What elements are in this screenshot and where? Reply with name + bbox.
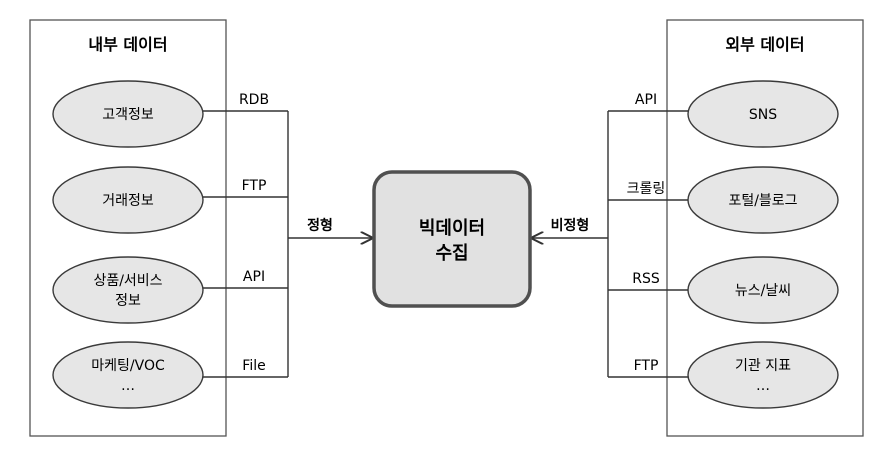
node-label: 거래정보 <box>102 193 154 209</box>
node-ellipse <box>52 256 204 324</box>
internal-connectors <box>203 110 372 378</box>
internal-source-marketing: 마케팅/VOC … <box>52 341 204 409</box>
internal-source-product: 상품/서비스 정보 <box>52 256 204 324</box>
node-ellipse <box>687 80 839 148</box>
hub-box <box>372 170 532 308</box>
unstructured-flow-label: 비정형 <box>551 217 590 234</box>
node-label-line-1: 기관 지표 <box>735 358 791 374</box>
node-ellipse <box>52 341 204 409</box>
protocol-label-ftp: FTP <box>242 178 267 194</box>
internal-source-transaction: 거래정보 <box>52 166 204 234</box>
node-label: SNS <box>749 107 777 123</box>
node-label-line-1: 상품/서비스 <box>93 273 162 289</box>
node-label: 뉴스/날씨 <box>735 283 791 299</box>
node-label: 고객정보 <box>102 107 154 123</box>
protocol-label-ftp: FTP <box>634 358 659 374</box>
protocol-label-file: File <box>242 358 265 374</box>
structured-flow-label: 정형 <box>307 217 333 234</box>
internal-source-customer: 고객정보 <box>52 80 204 148</box>
protocol-label-rdb: RDB <box>239 92 269 108</box>
node-label-line-1: 마케팅/VOC <box>91 358 165 374</box>
node-ellipse <box>687 341 839 409</box>
external-source-news: 뉴스/날씨 <box>687 256 839 324</box>
node-label-line-2: … <box>121 378 135 394</box>
node-label: 포털/블로그 <box>728 193 797 209</box>
bigdata-collection-hub: 빅데이터 수집 <box>372 170 532 308</box>
node-ellipse <box>52 166 204 234</box>
internal-panel-title: 내부 데이터 <box>88 35 167 54</box>
node-ellipse <box>52 80 204 148</box>
protocol-label-rss: RSS <box>632 271 660 287</box>
hub-label-line-2: 수집 <box>435 243 468 264</box>
external-panel-title: 외부 데이터 <box>725 35 804 54</box>
node-label-line-2: … <box>756 378 770 394</box>
protocol-label-crawling: 크롤링 <box>627 181 666 197</box>
external-source-sns: SNS <box>687 80 839 148</box>
node-label-line-2: 정보 <box>115 293 141 309</box>
hub-label-line-1: 빅데이터 <box>419 218 485 239</box>
protocol-label-api: API <box>635 92 657 108</box>
protocol-label-api: API <box>243 269 265 285</box>
external-source-institution: 기관 지표 … <box>687 341 839 409</box>
external-connectors <box>532 110 688 378</box>
external-source-portal: 포털/블로그 <box>687 166 839 234</box>
